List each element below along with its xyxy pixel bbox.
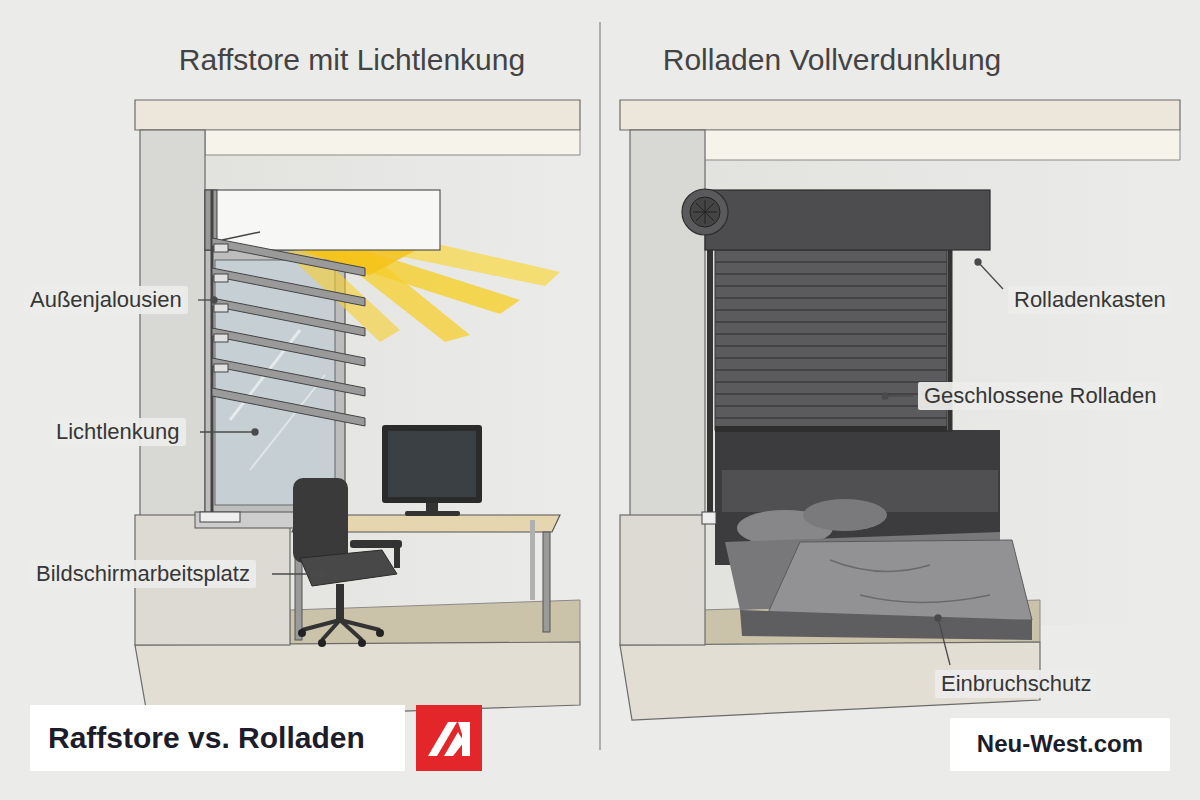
rolladen-illustration-part <box>715 262 947 418</box>
raffstore-illustration-part <box>290 600 580 646</box>
rolladen-illustration-part <box>830 560 990 603</box>
leader-lines <box>198 259 1003 665</box>
rolladen-illustration <box>620 100 1180 720</box>
leader-lines-part <box>938 618 950 665</box>
raffstore-illustration-part <box>293 478 348 563</box>
leader-lines-part <box>200 431 255 432</box>
callout-label: Geschlossene Rolladen <box>918 382 1162 410</box>
callout-label: Bildschirmarbeitsplatz <box>30 560 256 588</box>
raffstore-illustration-part <box>214 364 228 372</box>
raffstore-illustration-part <box>298 629 306 637</box>
box-text: Neu-West.com <box>977 730 1143 759</box>
raffstore-illustration-part <box>214 274 228 282</box>
brand-logo <box>416 705 482 771</box>
raffstore-illustration-part <box>340 620 362 640</box>
panel-heading: Rolladen Vollverdunklung <box>663 42 1002 78</box>
raffstore-illustration <box>135 100 580 720</box>
rolladen-illustration-part <box>705 190 990 250</box>
raffstore-illustration-part <box>222 232 260 240</box>
rolladen-illustration-part <box>715 426 947 432</box>
raffstore-illustration-part <box>300 550 397 586</box>
raffstore-illustration-part <box>214 304 228 312</box>
raffstore-illustration-part <box>322 620 340 640</box>
raffstore-illustration-part <box>358 639 366 647</box>
leader-lines-part <box>975 259 981 265</box>
rolladen-illustration-part <box>700 160 1180 625</box>
raffstore-illustration-part <box>376 629 384 637</box>
raffstore-illustration-part <box>212 358 365 396</box>
raffstore-illustration-part <box>200 512 240 522</box>
rolladen-illustration-part <box>620 515 705 645</box>
rolladen-illustration-part <box>702 512 716 524</box>
leader-lines-part <box>319 571 325 577</box>
box-text: Raffstore vs. Rolladen <box>48 720 365 756</box>
raffstore-illustration-part <box>205 130 580 155</box>
rolladen-illustration-part <box>700 130 1180 160</box>
raffstore-illustration-part <box>195 512 300 528</box>
raffstore-illustration-part <box>405 511 460 516</box>
brand-logo-part <box>416 705 482 771</box>
callout-label: Einbruchschutz <box>935 670 1097 698</box>
raffstore-illustration-part <box>212 388 365 426</box>
raffstore-illustration-part <box>212 268 365 306</box>
raffstore-illustration-part <box>543 532 550 632</box>
rolladen-illustration-part <box>803 499 887 531</box>
raffstore-illustration-part <box>388 431 476 497</box>
brand-logo-part <box>458 722 470 756</box>
raffstore-illustration-part <box>250 375 325 470</box>
raffstore-illustration-part <box>212 238 365 276</box>
brand-box: Neu-West.com <box>950 718 1170 771</box>
raffstore-illustration-part <box>318 639 326 647</box>
raffstore-illustration-part <box>214 244 228 252</box>
raffstore-illustration-part <box>135 100 580 130</box>
raffstore-illustration-part <box>212 328 365 366</box>
callout-label: Rolladenkasten <box>1008 286 1172 314</box>
leader-lines-part <box>935 615 941 621</box>
leader-lines-part <box>211 297 217 303</box>
callout-label: Lichtlenkung <box>50 418 186 446</box>
rolladen-illustration-part <box>740 610 1032 640</box>
leader-lines-part <box>885 395 913 396</box>
raffstore-illustration-part <box>212 298 365 336</box>
callout-label: Außenjalousien <box>24 286 188 314</box>
leader-lines-part <box>272 573 322 574</box>
rolladen-illustration-part <box>630 130 705 520</box>
rolladen-illustration-part <box>693 200 717 224</box>
raffstore-illustration-part <box>382 425 482 503</box>
raffstore-illustration-part <box>214 334 228 342</box>
raffstore-illustration-part <box>426 503 438 512</box>
panel-heading: Raffstore mit Lichtlenkung <box>179 42 525 78</box>
raffstore-illustration-part <box>394 546 400 568</box>
rolladen-illustration-part <box>690 197 720 227</box>
raffstore-illustration-part <box>336 584 344 620</box>
panel-divider <box>599 22 601 750</box>
raffstore-illustration-part <box>530 520 535 600</box>
title-box: Raffstore vs. Rolladen <box>30 705 405 771</box>
rolladen-illustration-part <box>620 100 1180 130</box>
leader-lines-part <box>882 393 888 399</box>
raffstore-illustration-part <box>140 130 205 520</box>
rolladen-illustration-part <box>682 189 728 235</box>
rolladen-illustration-part <box>715 250 947 430</box>
leader-lines-part <box>978 262 1003 289</box>
raffstore-illustration-part <box>205 190 440 250</box>
brand-logo-part <box>444 732 464 756</box>
leader-lines-part <box>252 429 258 435</box>
